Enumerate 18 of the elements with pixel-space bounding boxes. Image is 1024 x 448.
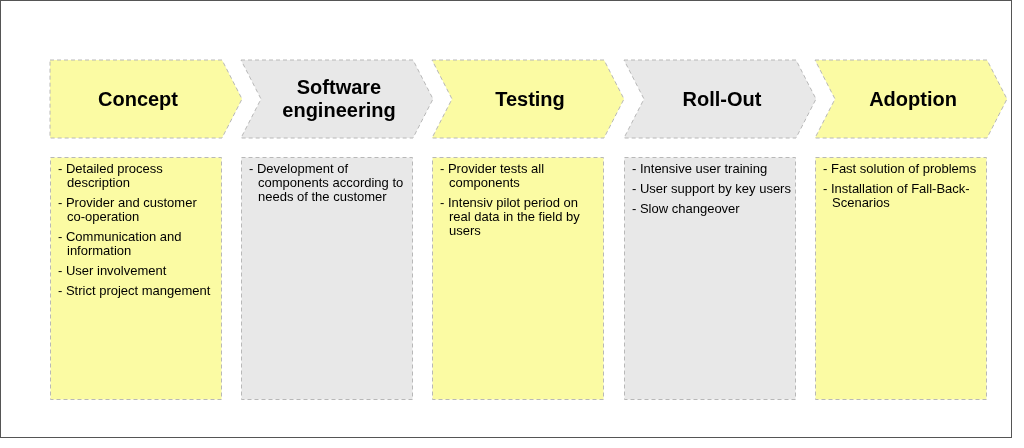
bullet-item: - Strict project mangement [58,284,212,298]
stage-title: Testing [495,87,565,111]
stage-title: Roll-Out [682,87,762,111]
bullet-item: - Installation of Fall-Back-Scenarios [823,182,971,210]
bullet-item: - Intensiv pilot period on real data in the field by users [440,196,581,238]
bullet-item: - User involvement [58,264,168,278]
bullet-item: - Provider and customer co-operation [58,196,198,224]
bullet-item: - Fast solution of problems [823,162,978,176]
stage-title: Concept [98,87,178,111]
stage-title: Adoption [869,87,957,111]
bullet-item: - Communication and information [58,230,183,258]
bullet-item: - Intensive user training [632,162,769,176]
bullet-item: - Development of components according to needs of the customer [249,162,405,204]
bullet-item: - Provider tests all components [440,162,546,190]
bullet-item: - Slow changeover [632,202,741,216]
bullet-item: - User support by key users [632,182,792,196]
bullet-item: - Detailed process description [58,162,164,190]
stage-title: Software engineering [281,76,397,122]
